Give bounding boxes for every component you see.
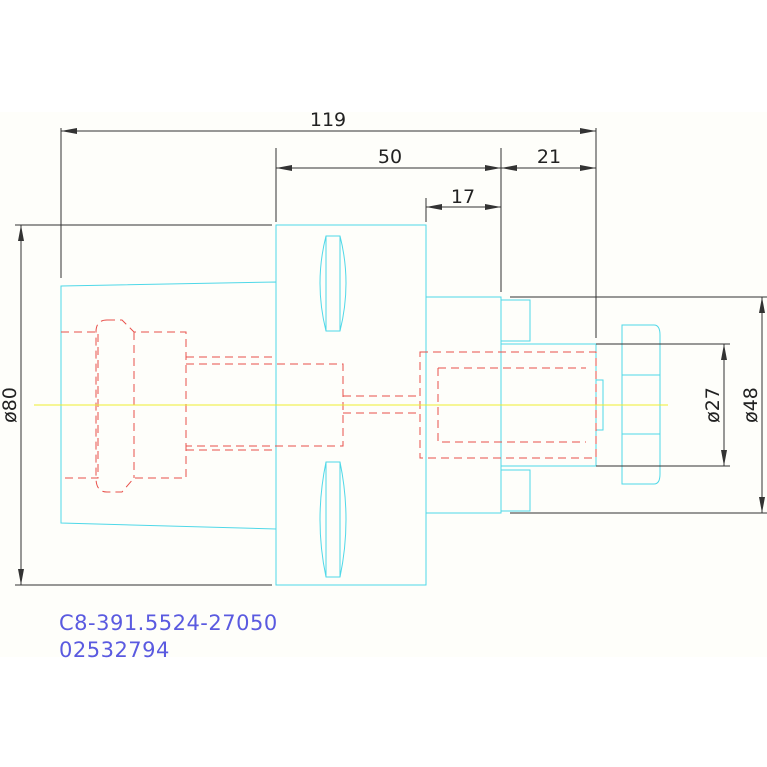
order-code: 02532794 (59, 638, 170, 662)
tail-length-label: 21 (537, 146, 561, 168)
part-number: C8-391.5524-27050 (59, 611, 278, 635)
through-bore (186, 356, 276, 451)
clamping-nut (621, 324, 661, 485)
dimension-tail-length: 21 (501, 146, 596, 171)
arrow-left (61, 128, 77, 134)
arrow-right (580, 165, 596, 171)
arrow-left (276, 165, 292, 171)
dimension-shank-length: 17 (425, 186, 501, 222)
arrow-right (485, 204, 501, 210)
drawing-sheet (0, 112, 767, 657)
pilot-outer-bore (419, 351, 597, 459)
dimension-pilot-diameter: ø27 (596, 343, 730, 467)
flange-length-label: 50 (378, 146, 402, 168)
bore-cavity (95, 319, 187, 493)
arrow-top (721, 344, 727, 360)
arrow-right (485, 165, 501, 171)
arrow-top (18, 225, 24, 241)
dimension-flange-length: 50 (275, 146, 502, 292)
arrow-bottom (18, 569, 24, 585)
arrow-bottom (759, 497, 765, 513)
flange-diameter-label: ø80 (0, 387, 21, 423)
dimension-flange-diameter: ø80 (0, 224, 272, 586)
pilot-diameter-label: ø27 (702, 387, 724, 423)
arrow-left (501, 165, 517, 171)
lower-drive-key (500, 469, 531, 512)
pilot-inner-bore (437, 367, 586, 443)
upper-drive-key (500, 299, 531, 342)
dimension-overall-length: 119 (60, 109, 597, 338)
arrow-top (759, 297, 765, 313)
arrow-left (426, 204, 442, 210)
shank-length-label: 17 (451, 186, 475, 208)
arrow-bottom (721, 450, 727, 466)
shank-diameter-label: ø48 (740, 387, 762, 423)
dimension-shank-diameter: ø48 (510, 296, 767, 514)
arrow-right (580, 128, 596, 134)
overall-length-label: 119 (310, 109, 346, 131)
